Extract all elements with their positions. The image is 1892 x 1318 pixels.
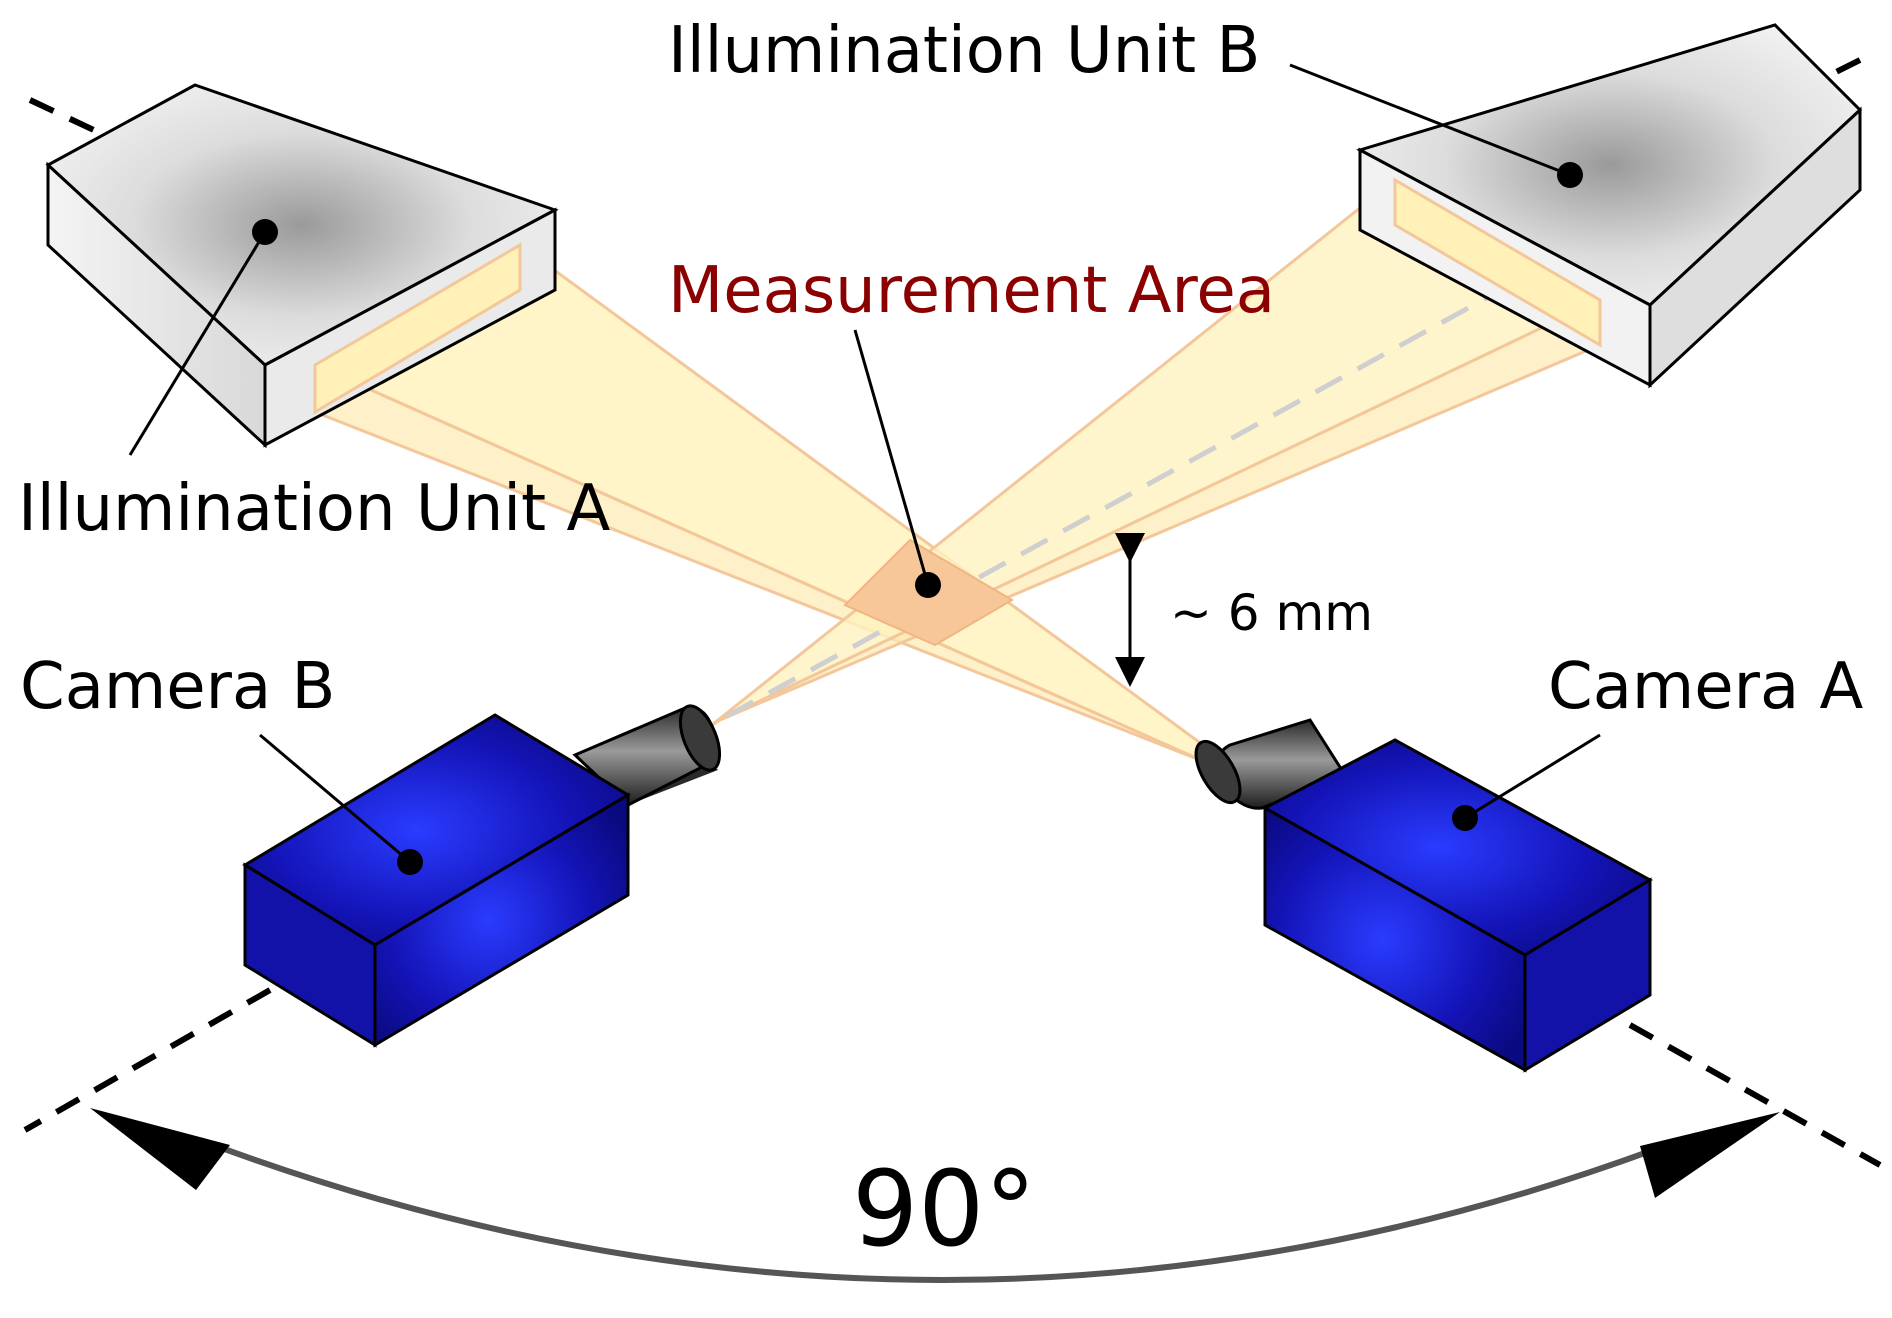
camera-a-label: Camera A [1548,650,1864,724]
angle-arrowhead-right [1640,1112,1780,1198]
illumination-unit-a [45,83,559,449]
leader-dots [252,162,1583,875]
illumination-unit-b-label: Illumination Unit B [668,14,1260,88]
illumination-a-dot [252,219,278,245]
angle-arc [198,1137,1682,1283]
camera-b-dot [397,849,423,875]
camera-b [242,704,722,1048]
angle-label: 90° [852,1148,1036,1270]
illumination-b-dot [1557,162,1583,188]
angle-arrowhead-left [90,1108,230,1190]
illumination-unit-b [1356,23,1863,389]
leader-lines [128,63,1601,864]
measurement-area-dot [915,572,941,598]
camera-a-dot [1452,805,1478,831]
camera-a [1194,718,1654,1073]
camera-b-label: Camera B [20,650,335,724]
illumination-unit-a-label: Illumination Unit A [18,472,610,546]
distance-label: ~ 6 mm [1170,584,1373,642]
measurement-area-label: Measurement Area [668,254,1275,328]
